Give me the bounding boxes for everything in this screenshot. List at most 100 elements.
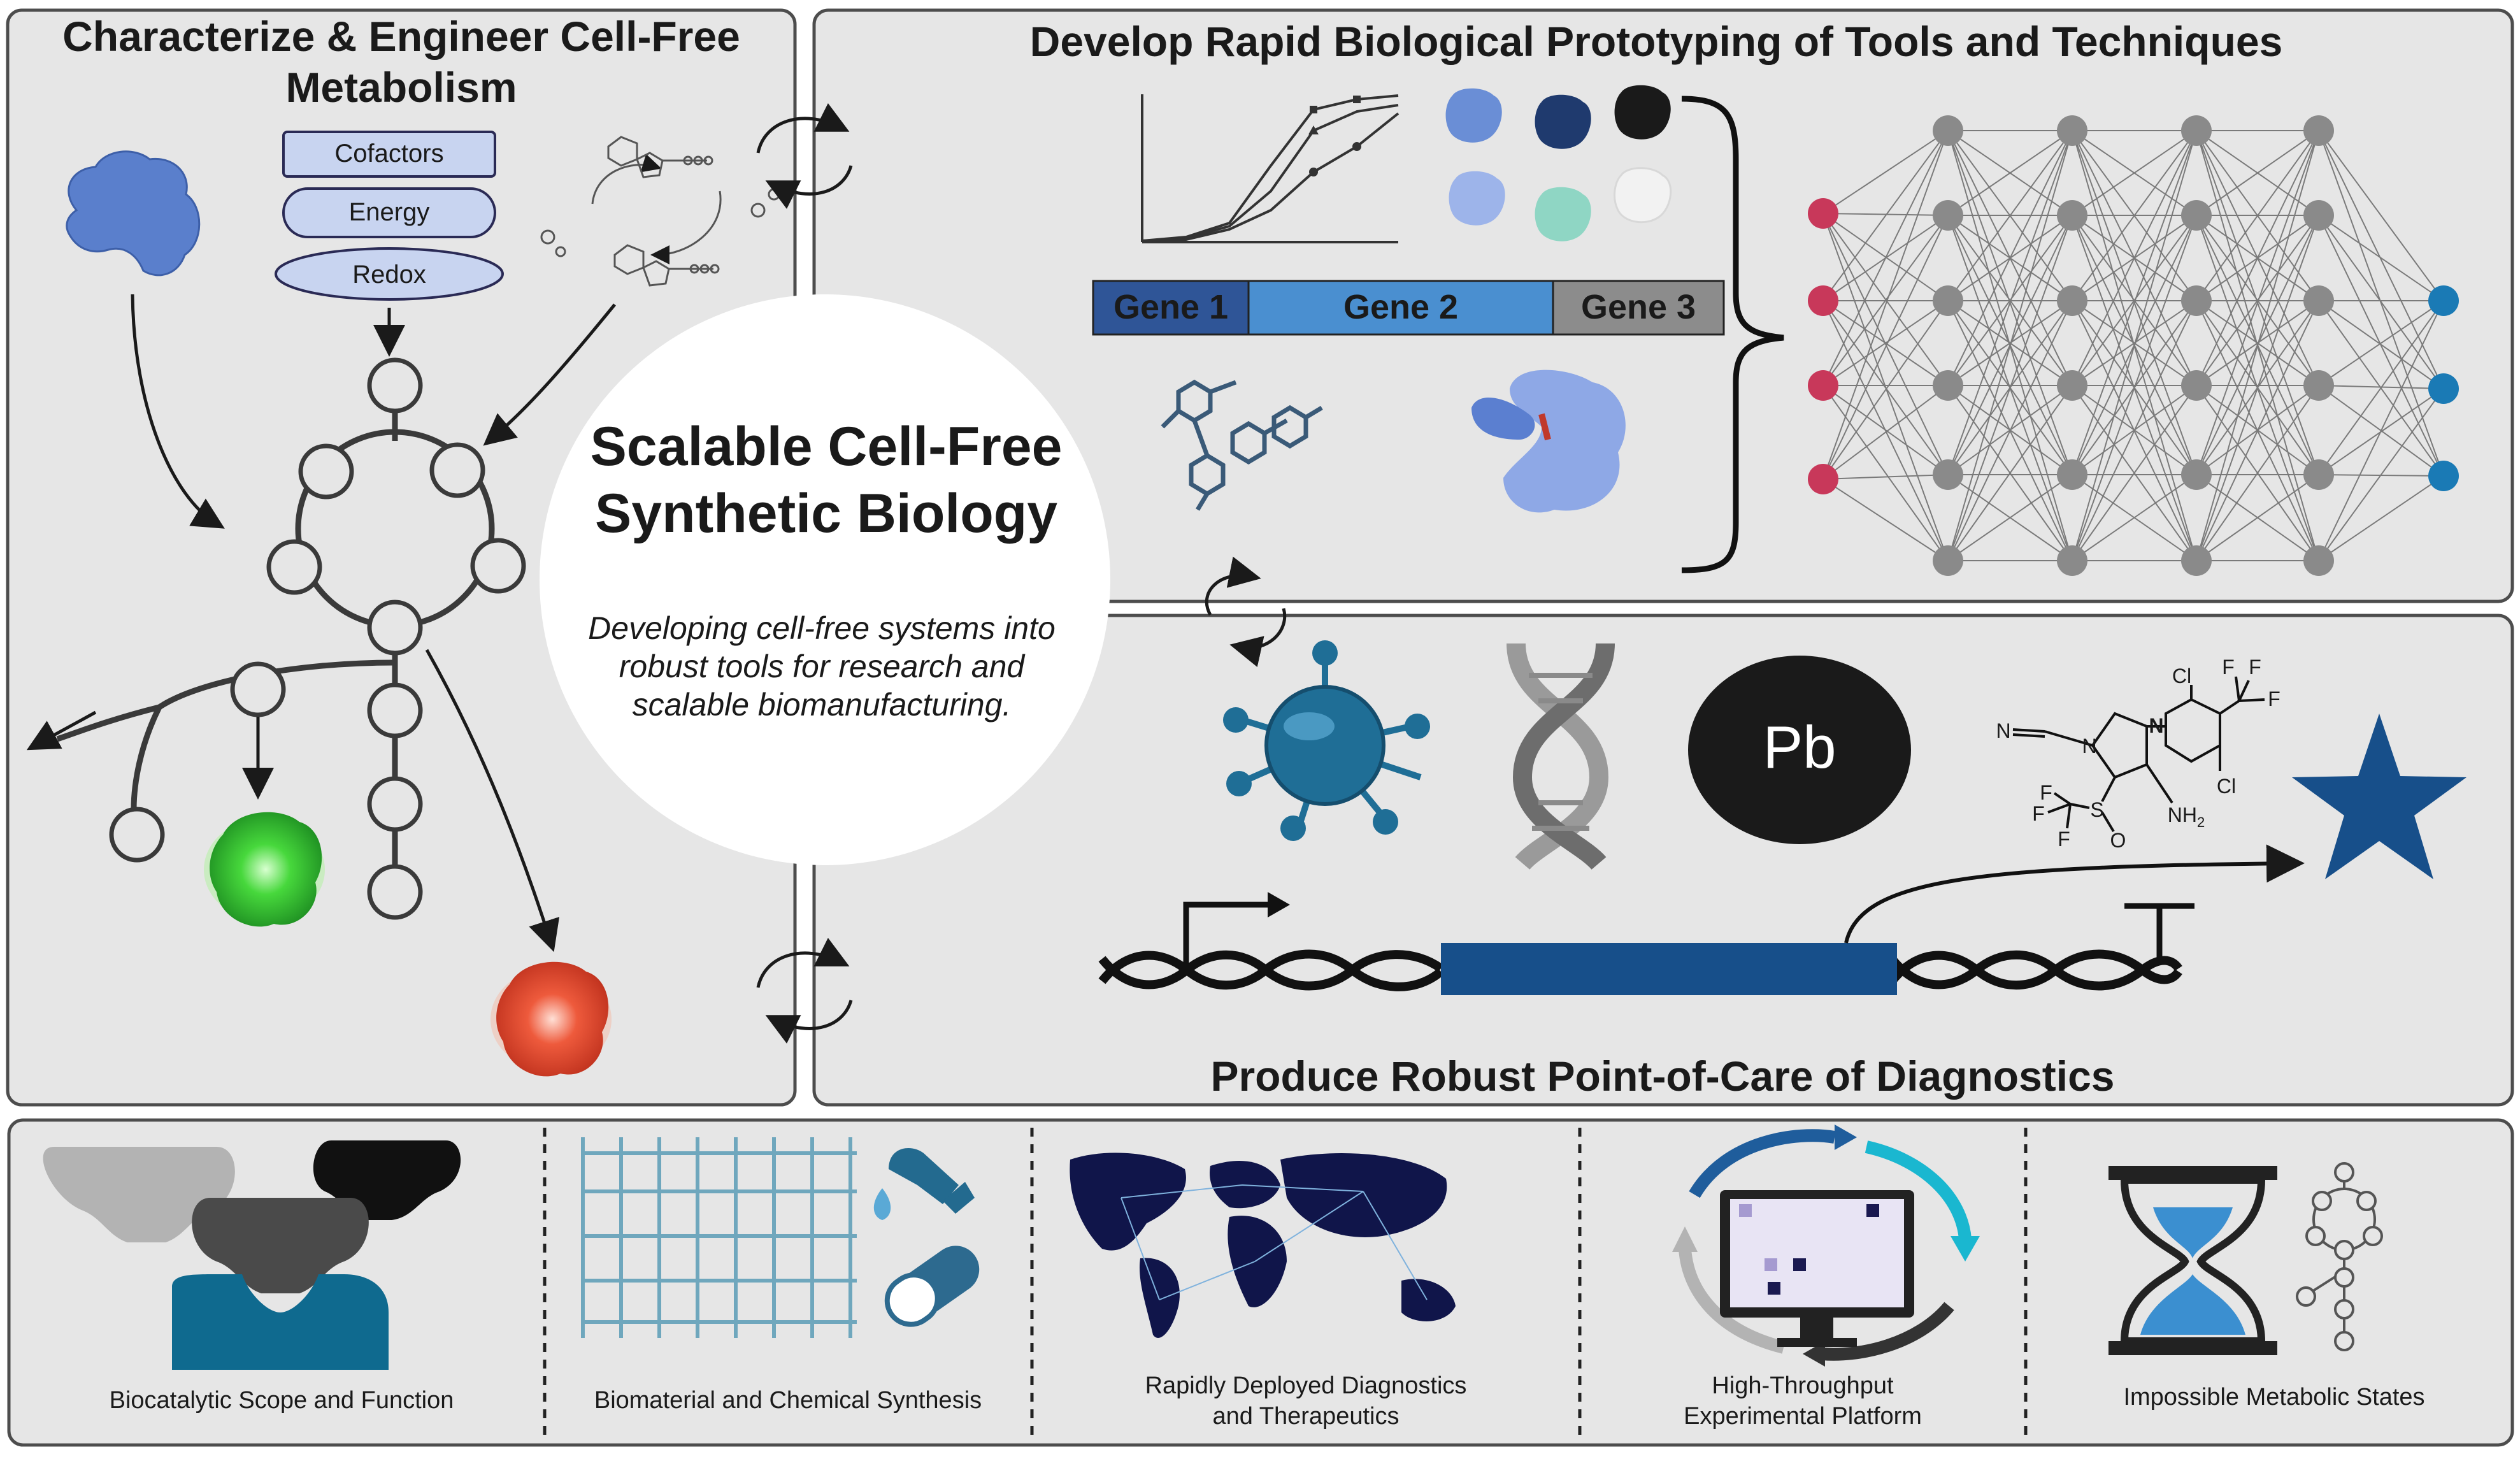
- nn-connection: [1822, 130, 1949, 386]
- nn-hidden-node: [2181, 545, 2212, 576]
- nn-connection: [2196, 130, 2319, 561]
- nn-connection: [1822, 213, 1949, 216]
- nn-input-node: [1808, 370, 1838, 401]
- nn-connection: [1822, 213, 1949, 475]
- nn-connection: [2318, 215, 2444, 301]
- world-network-map-icon: [1070, 1153, 1456, 1338]
- nn-connection: [2196, 130, 2319, 301]
- nn-connection: [1947, 385, 2073, 561]
- application-dividers: [543, 1128, 2028, 1439]
- nn-hidden-node: [1933, 370, 1963, 401]
- cofactors-pill: [282, 131, 496, 178]
- nn-hidden-node: [1933, 200, 1963, 231]
- small-molecule-icon: [1161, 379, 1323, 511]
- reporter-star-icon: [2292, 714, 2466, 879]
- center-subtitle-line1: Developing cell-free systems into: [588, 610, 1056, 646]
- pathway-to-red-arrow: [425, 649, 560, 952]
- cofactor-cycle-icon: [540, 136, 780, 287]
- nn-connection: [1822, 215, 1949, 386]
- pyrazole-n-label: N: [2082, 735, 2096, 758]
- redox-pill: [275, 247, 504, 301]
- nn-connection: [2072, 130, 2197, 386]
- branch-left-arrow: [26, 710, 97, 751]
- nn-input-node: [1808, 464, 1838, 494]
- dna-helix-icon: [1507, 643, 1615, 870]
- nn-connection: [1822, 385, 1949, 480]
- nn-connection: [2318, 130, 2444, 389]
- biomaterial-mesh-icon: [581, 1137, 857, 1338]
- nn-hidden-node: [1933, 545, 1963, 576]
- nn-connection: [2072, 130, 2197, 301]
- redox-label: Redox: [352, 261, 426, 289]
- cf3-f1-label: F: [2040, 781, 2052, 804]
- metabolic-pathway-graph: [56, 357, 526, 920]
- nn-output-node: [2428, 285, 2459, 316]
- nn-connection: [1822, 215, 1949, 480]
- red-protein-icon: [490, 961, 612, 1077]
- nn-connection: [1947, 130, 2073, 301]
- nn-connection: [2072, 215, 2197, 386]
- lead-symbol: Pb: [1763, 714, 1836, 780]
- nn-connection: [1822, 478, 1949, 561]
- nn-connection: [2072, 474, 2197, 561]
- energy-pill: [282, 187, 496, 238]
- nn-hidden-node: [2181, 115, 2212, 146]
- nn-hidden-node: [2303, 285, 2334, 316]
- biocatalytic-enzymes-icon: [43, 1140, 461, 1370]
- nn-connection: [1822, 300, 1949, 386]
- nn-output-node: [2428, 373, 2459, 404]
- nn-connection: [2072, 130, 2197, 475]
- nn-connection: [1947, 215, 2073, 386]
- promoter-arrow: [1183, 902, 1268, 968]
- virus-icon: [1223, 640, 1430, 841]
- nn-connection: [2196, 130, 2319, 216]
- nn-connection: [2318, 300, 2444, 475]
- center-title-line2: Synthetic Biology: [595, 483, 1057, 544]
- nn-connection: [2196, 130, 2319, 386]
- nn-connection: [1947, 130, 2073, 475]
- nn-connection: [2196, 215, 2319, 386]
- application-3-label-line2: and Therapeutics: [1213, 1403, 1400, 1430]
- nn-connection: [1947, 130, 2073, 561]
- nn-connection: [2318, 130, 2444, 301]
- nn-connection: [2196, 300, 2319, 386]
- nn-output-node: [2428, 461, 2459, 491]
- nn-connection: [2072, 130, 2197, 216]
- nn-connection: [1947, 130, 2073, 216]
- nn-connection: [2318, 388, 2444, 561]
- nn-connection: [1822, 385, 1949, 475]
- energy-label: Energy: [349, 198, 430, 226]
- nn-connection: [1822, 300, 1949, 480]
- small-pathway-icon: [2296, 1162, 2383, 1351]
- application-5-label: Impossible Metabolic States: [2123, 1384, 2424, 1411]
- nn-connection: [2196, 385, 2319, 561]
- enzyme-to-pathway-arrow: [131, 294, 225, 529]
- f-right-label: F: [2249, 656, 2261, 679]
- nn-connection: [2318, 300, 2444, 561]
- nn-connection: [1947, 130, 2073, 386]
- nn-input-node: [1808, 198, 1838, 229]
- nn-hidden-node: [1933, 115, 1963, 146]
- monitor-cycle-icon: [1672, 1125, 1980, 1367]
- nn-hidden-node: [2303, 200, 2334, 231]
- gene-3-block: [1552, 280, 1725, 336]
- gene-3-label: Gene 3: [1581, 288, 1696, 326]
- cycle-arrow-top: [756, 103, 853, 210]
- growth-curve-plot: [1141, 94, 1400, 243]
- nn-connection: [2072, 300, 2197, 561]
- nn-connection: [1947, 474, 2073, 561]
- coding-sequence-block: [1441, 943, 1897, 995]
- f-left-label: F: [2222, 656, 2235, 679]
- nn-connection: [1822, 474, 1949, 480]
- nn-connection: [2072, 215, 2197, 561]
- nn-connection: [2196, 474, 2319, 561]
- nn-connection: [2072, 300, 2197, 386]
- nn-connection: [1822, 130, 1949, 214]
- cofactor-to-pathway-arrow: [483, 303, 616, 446]
- nn-connection: [1947, 300, 2073, 386]
- metabolism-title-line1: Characterize & Engineer Cell-Free: [62, 13, 740, 60]
- nn-connection: [1822, 300, 1949, 475]
- nn-hidden-node: [2057, 115, 2087, 146]
- cf3-f3-label: F: [2058, 828, 2070, 851]
- nn-hidden-node: [2181, 370, 2212, 401]
